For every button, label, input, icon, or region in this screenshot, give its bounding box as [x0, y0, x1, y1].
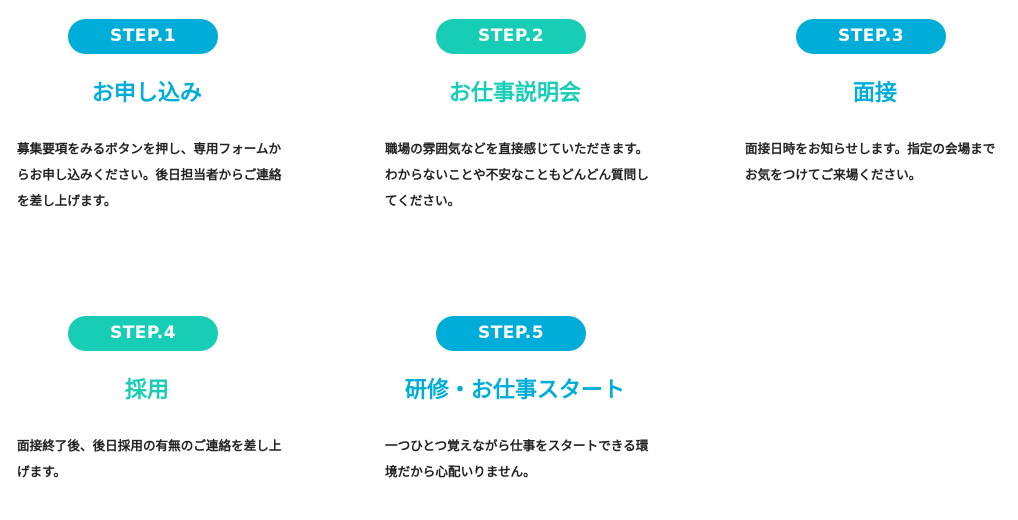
step-4-badge: STEP.4	[68, 316, 218, 351]
step-2-description: 職場の雰囲気などを直接感じていただきます。わからないことや不安なこともどんどん質…	[385, 141, 649, 208]
step-1-description: 募集要項をみるボタンを押し、専用フォームからお申し込みください。後日担当者からご…	[17, 141, 282, 208]
step-2-badge: STEP.2	[436, 19, 586, 54]
step-5-description: 一つひとつ覚えながら仕事をスタートできる環境だから心配いりません。	[385, 438, 649, 479]
step-3-title: 面接	[852, 81, 897, 106]
step-2-title: お仕事説明会	[448, 81, 581, 106]
step-3-badge: STEP.3	[796, 19, 946, 54]
step-3-description: 面接日時をお知らせします。指定の会場までお気をつけてご来場ください。	[745, 141, 996, 182]
step-1-badge: STEP.1	[68, 19, 218, 54]
step-4-description: 面接終了後、後日採用の有無のご連絡を差し上げます。	[17, 438, 282, 479]
step-4-title: 採用	[124, 378, 169, 403]
step-1-title: お申し込み	[91, 81, 202, 106]
step-5-title: 研修・お仕事スタート	[404, 378, 625, 403]
step-5-badge: STEP.5	[436, 316, 586, 351]
